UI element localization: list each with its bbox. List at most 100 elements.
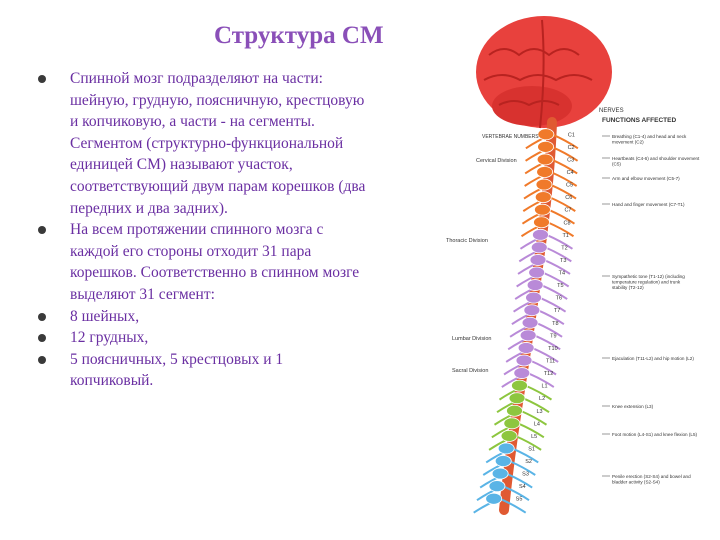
- segment-label: C5: [566, 183, 573, 189]
- function-label-line: Hand and finger movement (C7-T1): [612, 202, 685, 207]
- nerves-label: NERVES: [599, 108, 624, 114]
- function-label: Hand and finger movement (C7-T1): [612, 202, 685, 207]
- bullet-text: На всем протяжении спинного мозга с кажд…: [70, 221, 360, 303]
- vertebra: [537, 128, 555, 141]
- vertebra: [519, 329, 537, 342]
- bullet-item: 8 шейных,: [38, 306, 368, 328]
- segment-label: C2: [568, 145, 575, 151]
- vertebra: [511, 379, 528, 392]
- function-label-line: Heartbeats (C4-6) and shoulder movement: [612, 156, 700, 161]
- bullet-text: 5 поясничных, 5 крестцовых и 1 копчиковы…: [70, 350, 284, 390]
- vertebra: [534, 191, 552, 204]
- function-label-line: Knee extension (L3): [612, 404, 654, 409]
- vertebra: [521, 316, 539, 329]
- vertebrae-label: VERTEBRAE NUMBERS: [482, 134, 539, 140]
- segment-label: T11: [546, 358, 555, 364]
- vertebra: [503, 417, 521, 430]
- bullet-item: 12 грудных,: [38, 327, 368, 349]
- segment-label: S5: [516, 497, 523, 503]
- function-label: Ejaculation (T11-L2) and hip motion (L2): [612, 356, 694, 361]
- vertebra: [525, 291, 542, 304]
- segment-label: T4: [559, 271, 565, 277]
- function-label-line: Foot motion (L4-S1) and knee flexion (L5…: [612, 432, 697, 437]
- segment-label: C7: [564, 208, 571, 214]
- vertebra: [500, 429, 518, 442]
- segment-label: T1: [562, 233, 568, 239]
- function-label: Heartbeats (C4-6) and shoulder movement(…: [612, 156, 700, 167]
- segment-label: C3: [567, 157, 574, 163]
- segment-label: L5: [531, 434, 537, 440]
- division-sacral: Sacral Division: [452, 368, 488, 374]
- segment-label: L4: [534, 421, 540, 427]
- segment-label: C6: [565, 195, 572, 201]
- vertebra: [488, 480, 506, 493]
- vertebra: [535, 178, 553, 191]
- segment-label: S1: [528, 446, 535, 452]
- function-label-line: Arm and elbow movement (C5-7): [612, 176, 680, 181]
- vertebra: [506, 404, 523, 417]
- bullet-icon: [38, 355, 46, 364]
- vertebrae-group: C1C2C3C4C5C6C7C8T1T2T3T4T5T6T7T8T9T10T11…: [473, 128, 579, 514]
- segment-label: T5: [557, 283, 563, 289]
- bullet-list: Спинной мозг подразделяют на части: шейн…: [38, 68, 368, 392]
- function-label: Knee extension (L3): [612, 404, 654, 409]
- segment-label: T7: [554, 308, 560, 314]
- bullet-item: На всем протяжении спинного мозга с кажд…: [38, 219, 368, 305]
- vertebra: [513, 367, 531, 379]
- segment-label: S2: [525, 459, 532, 465]
- bullet-item: Спинной мозг подразделяют на части: шейн…: [38, 68, 368, 219]
- vertebra: [526, 279, 544, 291]
- function-label-line: Sympathetic tone (T1-12) (including: [612, 274, 685, 279]
- vertebra: [534, 203, 551, 216]
- segment-label: S4: [519, 484, 526, 490]
- bullet-icon: [38, 226, 46, 235]
- vertebra: [533, 216, 550, 229]
- function-label-line: stability (T2-12): [612, 285, 644, 290]
- segment-label: T6: [556, 296, 562, 302]
- division-thoracic: Thoracic Division: [446, 238, 488, 244]
- segment-label: L1: [541, 384, 547, 390]
- bullet-item: 5 поясничных, 5 крестцовых и 1 копчиковы…: [38, 349, 368, 392]
- segment-label: T9: [550, 333, 556, 339]
- function-label-line: (C5): [612, 162, 621, 167]
- division-cervical: Cervical Division: [476, 158, 517, 164]
- functions-header: FUNCTIONS AFFECTED: [602, 117, 676, 124]
- function-label-line: Breathing (C1-4) and head and neck: [612, 134, 687, 139]
- segment-label: L3: [537, 409, 543, 415]
- segment-label: L2: [539, 396, 545, 402]
- segment-label: T2: [561, 245, 567, 251]
- vertebra: [536, 166, 554, 178]
- segment-label: S3: [522, 472, 529, 478]
- vertebra: [497, 442, 515, 455]
- segment-label: C1: [568, 132, 575, 138]
- segment-label: C8: [564, 220, 571, 226]
- segment-label: T12: [544, 371, 553, 377]
- bullet-icon: [38, 75, 46, 83]
- vertebra: [523, 304, 541, 317]
- brain-icon: [476, 16, 612, 129]
- function-label-line: movement (C2): [612, 140, 644, 145]
- vertebra: [485, 492, 503, 505]
- vertebra: [517, 342, 535, 354]
- vertebra: [529, 254, 547, 266]
- function-label-line: temperature regulation) and trunk: [612, 280, 681, 285]
- vertebra: [537, 140, 554, 153]
- segment-label: T8: [552, 321, 558, 327]
- vertebra: [528, 266, 546, 279]
- function-label: Foot motion (L4-S1) and knee flexion (L5…: [612, 432, 697, 437]
- function-label-line: Penile erection (S2-S4) and bowel and: [612, 474, 691, 479]
- bullet-icon: [38, 334, 46, 343]
- slide-title: Структура СМ: [214, 22, 384, 49]
- spine-diagram: C1C2C3C4C5C6C7C8T1T2T3T4T5T6T7T8T9T10T11…: [446, 16, 700, 515]
- segment-label: C4: [567, 170, 574, 176]
- function-label-line: Ejaculation (T11-L2) and hip motion (L2): [612, 356, 694, 361]
- vertebra: [532, 228, 549, 241]
- division-lumbar: Lumbar Division: [452, 336, 491, 342]
- vertebra: [494, 455, 512, 467]
- bullet-icon: [38, 312, 46, 321]
- segment-label: T3: [560, 258, 566, 264]
